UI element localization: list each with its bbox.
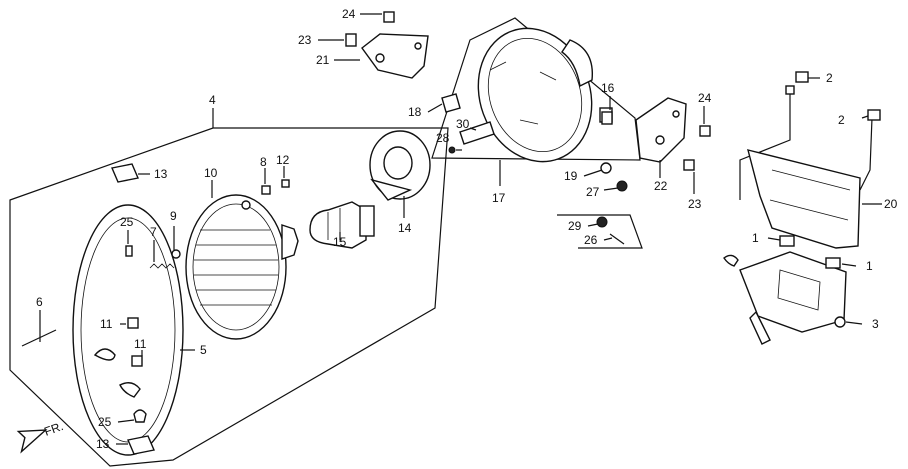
callout-5: 5 xyxy=(200,343,207,357)
callout-1-right: 1 xyxy=(866,259,873,273)
callout-25-bottom: 25 xyxy=(98,415,112,429)
leader-lines xyxy=(39,13,882,445)
callout-10: 10 xyxy=(204,166,218,180)
callout-21: 21 xyxy=(316,53,330,67)
callout-22: 22 xyxy=(654,179,668,193)
sealed-beam-unit-part xyxy=(185,194,299,340)
callout-18: 18 xyxy=(408,105,422,119)
callout-13-bottom: 13 xyxy=(96,437,110,451)
callout-9: 9 xyxy=(170,209,177,223)
callout-24-top: 24 xyxy=(342,7,356,21)
callout-6: 6 xyxy=(36,295,43,309)
callout-23-right: 23 xyxy=(688,197,702,211)
callout-15: 15 xyxy=(333,235,347,249)
frame-bracket-part xyxy=(739,85,873,249)
front-arrow-label: FR. xyxy=(42,419,65,439)
callout-3: 3 xyxy=(872,317,879,331)
callout-27: 27 xyxy=(586,185,600,199)
callout-2-top: 2 xyxy=(826,71,833,85)
small-bracket-part xyxy=(361,33,429,79)
headlight-case-part xyxy=(477,27,613,163)
callout-26: 26 xyxy=(584,233,598,247)
callout-13-top: 13 xyxy=(154,167,168,181)
callout-2-mid: 2 xyxy=(838,113,845,127)
callout-8: 8 xyxy=(260,155,267,169)
mount-plate-part xyxy=(723,251,847,345)
callout-14: 14 xyxy=(398,221,412,235)
callout-12: 12 xyxy=(276,153,290,167)
case-bracket-part xyxy=(635,97,687,163)
callout-16: 16 xyxy=(601,81,615,95)
callout-25-top: 25 xyxy=(120,215,134,229)
callout-29: 29 xyxy=(568,219,582,233)
callout-11-a: 11 xyxy=(100,317,113,331)
rim-part xyxy=(72,204,184,456)
callout-30: 30 xyxy=(456,117,470,131)
bulb-part xyxy=(309,201,375,249)
callout-7: 7 xyxy=(150,225,157,239)
callout-24-right: 24 xyxy=(698,91,712,105)
callout-4: 4 xyxy=(209,93,216,107)
callout-11-b: 11 xyxy=(134,337,147,351)
callout-20: 20 xyxy=(884,197,898,211)
callout-19: 19 xyxy=(564,169,578,183)
callout-23-top: 23 xyxy=(298,33,312,47)
small-hardware xyxy=(21,11,881,455)
callout-labels: 24 23 21 4 13 10 8 12 9 7 25 6 11 11 5 2… xyxy=(36,7,898,451)
socket-cover-part xyxy=(369,130,431,201)
callout-28: 28 xyxy=(436,131,450,145)
headlight-assembly-outline xyxy=(9,127,449,467)
callout-17: 17 xyxy=(492,191,506,205)
callout-1-left: 1 xyxy=(752,231,759,245)
nut-group-outline xyxy=(557,214,643,249)
front-arrow: FR. xyxy=(16,419,65,454)
